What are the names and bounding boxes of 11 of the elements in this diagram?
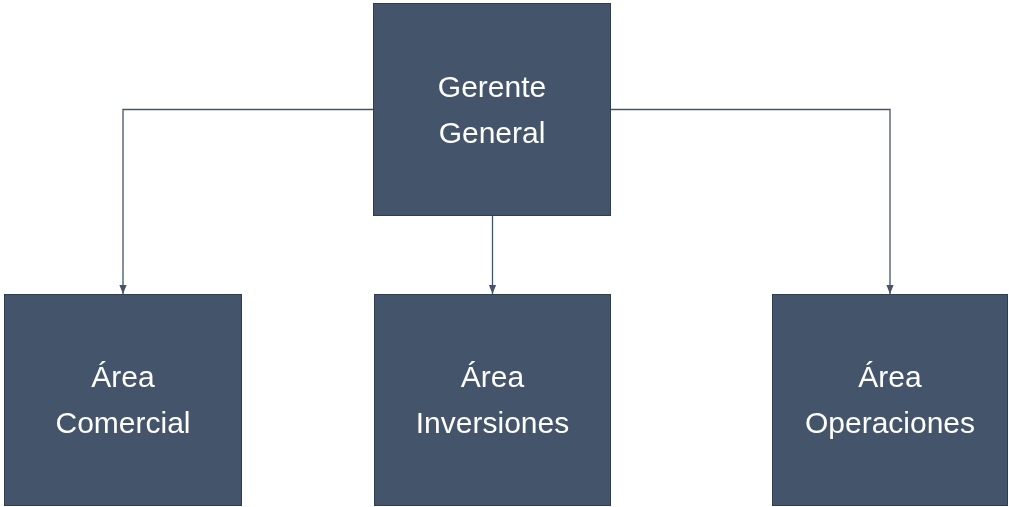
box-title: Área Comercial bbox=[54, 359, 192, 441]
connector-arrow bbox=[610, 108, 894, 295]
box-title: Área Operaciones bbox=[803, 359, 977, 441]
box-title: Área Inversiones bbox=[414, 359, 571, 441]
connector-arrow bbox=[488, 215, 497, 295]
org-box bbox=[374, 294, 611, 506]
org-box bbox=[772, 294, 1008, 506]
org-box bbox=[373, 3, 611, 216]
box-title: Gerente General bbox=[436, 68, 548, 151]
connector-arrow bbox=[119, 108, 374, 295]
org-box bbox=[4, 294, 242, 506]
